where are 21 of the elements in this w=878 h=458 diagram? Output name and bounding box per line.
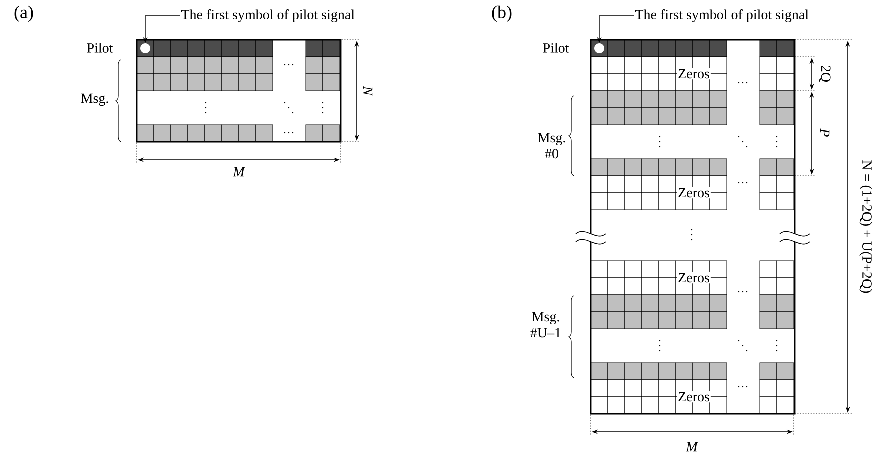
zeros-label: Zeros (677, 272, 711, 284)
row-label: Msg. (81, 94, 108, 106)
dimension-label: M (233, 167, 246, 177)
row-label: Pilot (543, 43, 570, 53)
dimension-label: P (820, 128, 830, 137)
panel-label: (b) (492, 6, 512, 22)
dimension-label: N (363, 86, 373, 96)
dimension-label: 2Q (819, 66, 831, 82)
first-symbol-marker (140, 44, 150, 54)
panel-label: (a) (14, 6, 34, 22)
first-symbol-marker (594, 44, 604, 54)
zeros-label: Zeros (677, 187, 711, 199)
zeros-label: Zeros (677, 68, 711, 80)
dimension-label: M (686, 442, 698, 452)
row-label: Msg. #0 (538, 133, 566, 159)
dimension-label: N = (1+2Q) + U(P+2Q) (860, 160, 872, 294)
row-label: Pilot (87, 43, 114, 53)
row-label: Msg. #U–1 (530, 312, 561, 338)
callout-text: The first symbol of pilot signal (181, 10, 355, 22)
callout-text: The first symbol of pilot signal (635, 10, 809, 22)
zeros-label: Zeros (677, 391, 711, 403)
